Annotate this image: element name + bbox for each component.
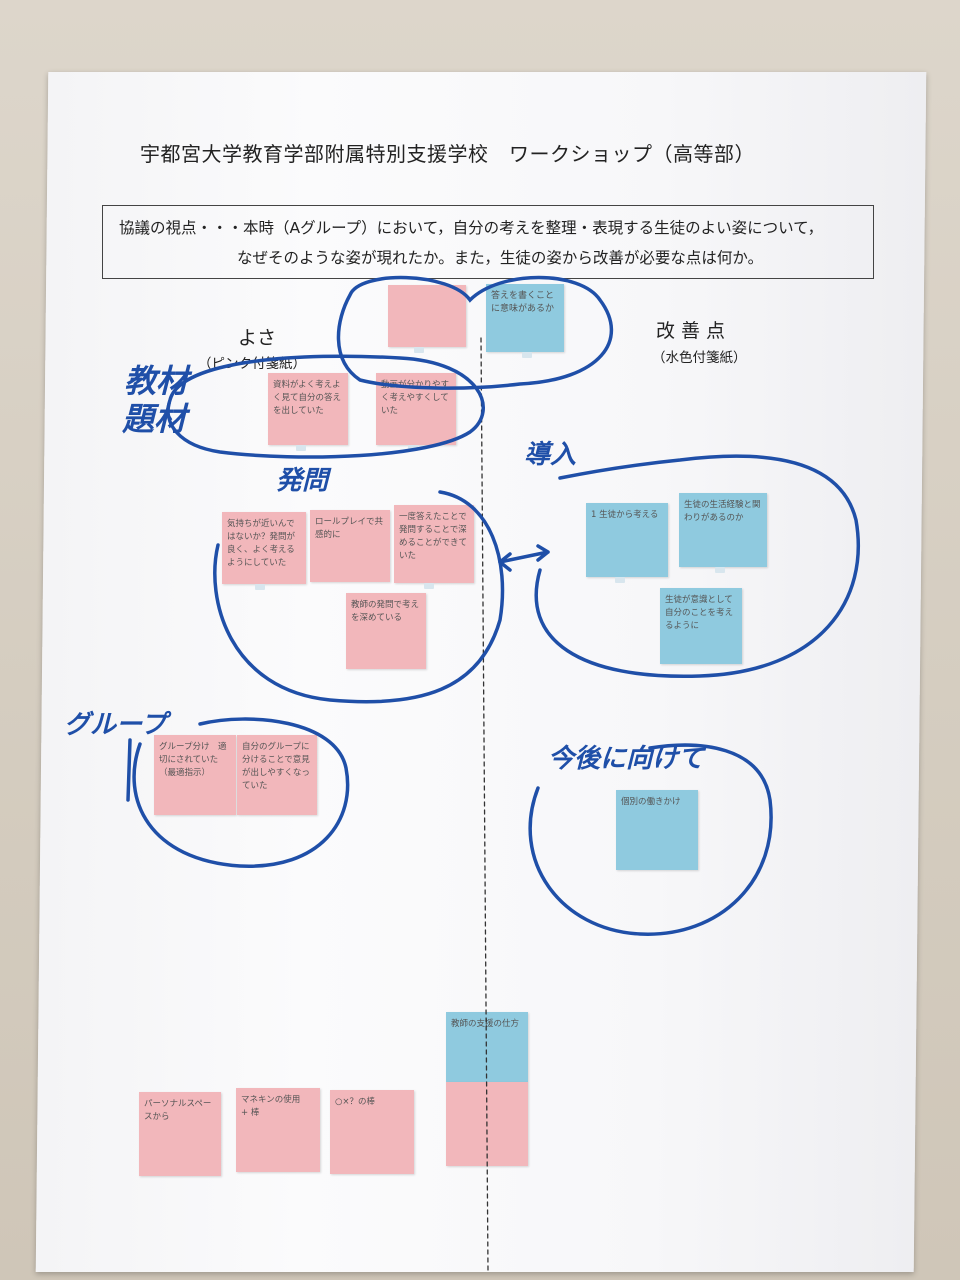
handwritten-group: グループ: [64, 710, 167, 740]
strengths-label: よさ: [238, 327, 277, 349]
sticky-note-pink: 気持ちが近いんではないか？発問が良く、よく考えるようにしていた: [222, 512, 306, 584]
sticky-note-pink: グループ分け 適切にされていた（最適指示）: [154, 735, 236, 815]
sticky-note-pink: 教師の発問で考えを深めている: [346, 593, 426, 669]
paper-clip: [296, 445, 306, 451]
sticky-note-pink: ○×？の棒: [330, 1090, 414, 1174]
improvements-label: 改善点: [656, 320, 732, 342]
handwritten-kongo: 今後に向けて: [548, 744, 705, 774]
sticky-note-pink: 自分のグループに分けることで意見が出しやすくなっていた: [237, 735, 317, 815]
paper-clip: [414, 347, 424, 353]
sticky-note-pink: パーソナルスペースから: [139, 1092, 221, 1176]
paper-clip: [424, 583, 434, 589]
paper-clip: [715, 567, 725, 573]
handwritten-hatsumon: 発問: [276, 466, 329, 496]
handwritten-daizai: 題材: [122, 400, 187, 438]
paper-clip: [408, 445, 418, 451]
sticky-note-pink: 動画が分かりやすく考えやすくしていた: [376, 373, 456, 445]
sticky-note-pink: 一度答えたことで発問することで深めることができていた: [394, 505, 474, 583]
poster-title: 宇都宮大学教育学部附属特別支援学校 ワークショップ（高等部）: [140, 142, 755, 166]
sticky-note-pink: [388, 285, 466, 347]
sticky-note-blue: 答えを書くことに意味があるか: [486, 284, 564, 352]
paper-clip: [522, 352, 532, 358]
strengths-sublabel: （ピンク付箋紙）: [198, 356, 306, 372]
sticky-note-pink: 資料がよく考えよく見て自分の答えを出していた: [268, 373, 348, 445]
sticky-note-pink: ロールプレイで共感的に: [310, 510, 390, 582]
topic-line-2: なぜそのような姿が現れたか。また，生徒の姿から改善が必要な点は何か。: [237, 249, 764, 267]
topic-line-1: 協議の視点・・・本時（Aグループ）において，自分の考えを整理・表現する生徒のよい…: [119, 219, 824, 237]
sticky-note-pink: マネキンの使用 + 棒: [236, 1088, 320, 1172]
paper-clip: [255, 584, 265, 590]
sticky-note-blue: 生徒の生活経験と関わりがあるのか: [679, 493, 767, 567]
paper-clip: [615, 577, 625, 583]
sticky-note-pink: [446, 1082, 528, 1166]
sticky-note-blue: 1 生徒から考える: [586, 503, 668, 577]
sticky-note-blue: 個別の働きかけ: [616, 790, 698, 870]
sticky-note-blue: 生徒が意識として自分のことを考えるように: [660, 588, 742, 664]
discussion-topic-box: 協議の視点・・・本時（Aグループ）において，自分の考えを整理・表現する生徒のよい…: [102, 205, 874, 279]
handwritten-donyu: 導入: [524, 440, 577, 470]
improvements-sublabel: （水色付箋紙）: [652, 350, 747, 366]
sticky-note-blue: 教師の支援の仕方: [446, 1012, 528, 1082]
